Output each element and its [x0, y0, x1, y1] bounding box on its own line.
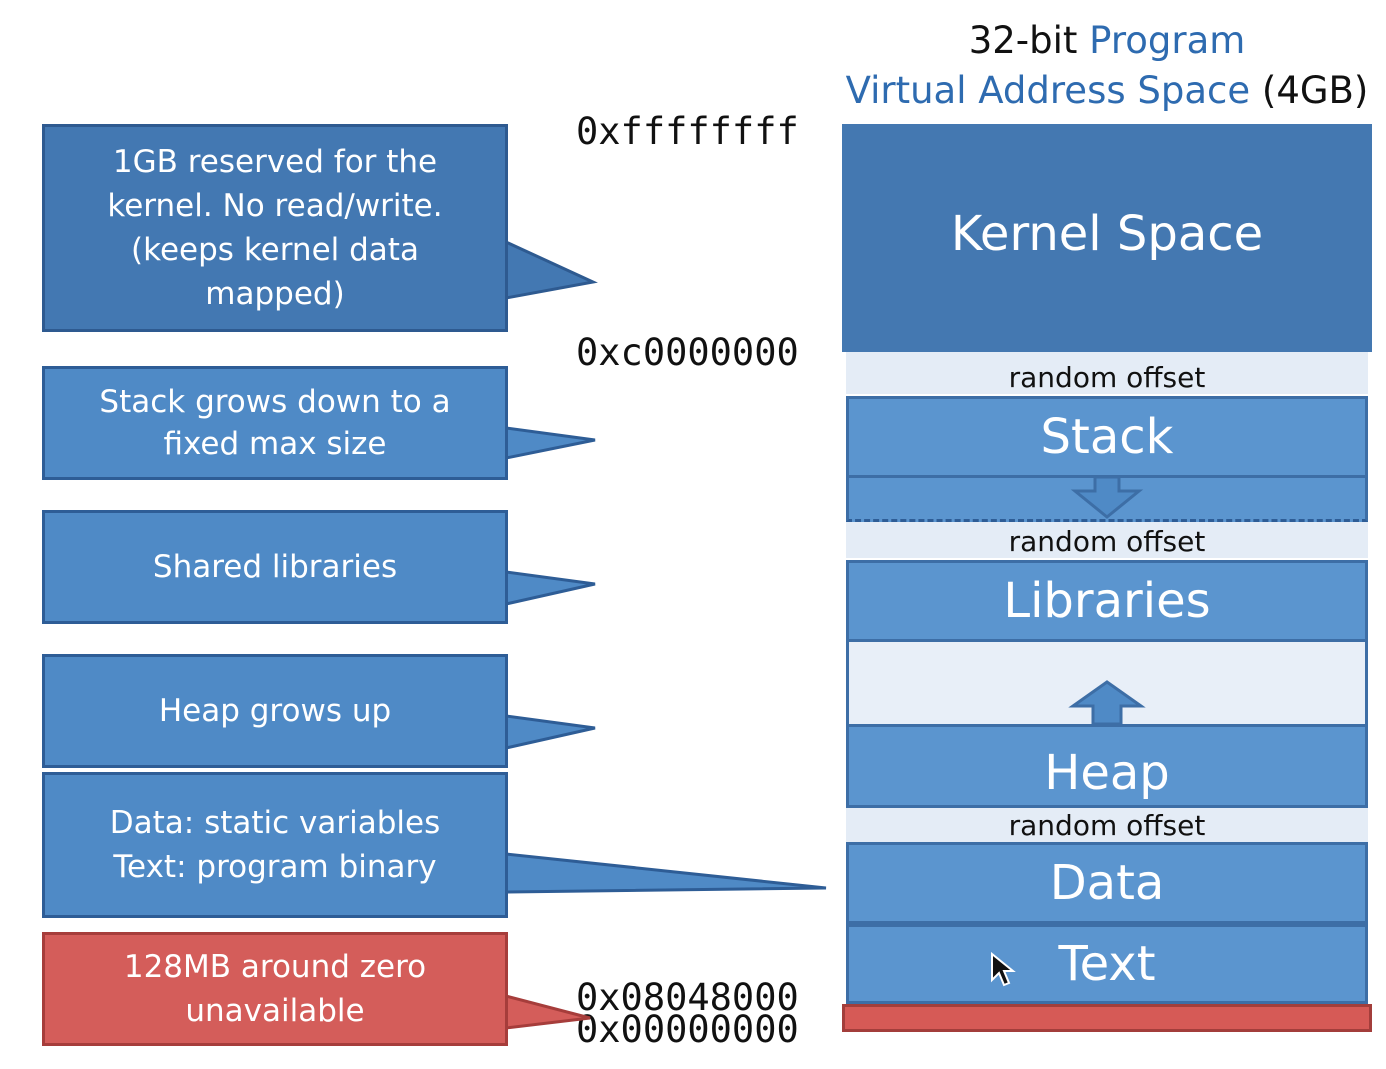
- diagram-title: 32-bit Program Virtual Address Space (4G…: [842, 16, 1372, 116]
- callout-stack: Stack grows down to a fixed max size: [42, 366, 508, 480]
- callout-zero: 128MB around zero unavailable: [42, 932, 508, 1046]
- callout-kernel: 1GB reserved for the kernel. No read/wri…: [42, 124, 508, 332]
- segment-kernel-space: Kernel Space: [842, 124, 1372, 352]
- callout-text-line: Text: program binary: [113, 849, 437, 885]
- callout-data-text: Data: static variables Text: program bin…: [42, 772, 508, 918]
- callout-zero-line1: 128MB around zero: [123, 949, 427, 985]
- callout-heap: Heap grows up: [42, 654, 508, 768]
- random-offset-bottom: random offset: [846, 808, 1368, 842]
- title-vas: Virtual Address Space: [845, 69, 1251, 112]
- arrow-up-icon: [1068, 680, 1146, 724]
- segment-stack: Stack: [846, 396, 1368, 478]
- heap-growth-gap: [846, 642, 1368, 724]
- segment-data-label: Data: [1049, 855, 1165, 911]
- pointer-libraries: [504, 570, 596, 606]
- segment-data: Data: [846, 842, 1368, 924]
- random-offset-top: random offset: [846, 352, 1368, 394]
- pointer-zero: [504, 994, 591, 1030]
- segment-text: Text: [846, 924, 1368, 1004]
- callout-stack-line1: Stack grows down to a: [99, 384, 451, 420]
- arrow-down-icon: [1070, 476, 1144, 519]
- pointer-kernel: [504, 239, 598, 300]
- callout-kernel-line4: mapped): [205, 276, 345, 312]
- title-prefix: 32-bit: [968, 19, 1078, 62]
- pointer-heap: [504, 714, 596, 750]
- pointer-data-text: [504, 852, 827, 894]
- segment-stack-label: Stack: [1040, 409, 1174, 465]
- segment-kernel-label: Kernel Space: [950, 206, 1264, 262]
- segment-libraries: Libraries: [846, 560, 1368, 642]
- callout-stack-line2: fixed max size: [163, 426, 387, 462]
- address-kernel-start: 0xc0000000: [576, 331, 799, 374]
- random-offset-bottom-label: random offset: [1008, 809, 1206, 842]
- segment-heap: Heap: [846, 724, 1368, 808]
- segment-unavailable: [842, 1004, 1372, 1032]
- random-offset-middle: random offset: [846, 522, 1368, 558]
- callout-kernel-line3: (keeps kernel data: [131, 232, 419, 268]
- callout-libraries-line1: Shared libraries: [152, 549, 398, 585]
- callout-zero-line2: unavailable: [185, 993, 365, 1029]
- stack-growth-area: [846, 476, 1368, 522]
- random-offset-middle-label: random offset: [1008, 525, 1206, 558]
- address-top: 0xffffffff: [576, 110, 799, 153]
- address-text-start: 0x08048000: [576, 976, 799, 1019]
- callout-kernel-line2: kernel. No read/write.: [107, 188, 443, 224]
- address-zero: 0x00000000: [576, 1008, 799, 1051]
- callout-libraries: Shared libraries: [42, 510, 508, 624]
- segment-heap-label: Heap: [1044, 745, 1170, 801]
- mouse-cursor-icon: [991, 952, 1016, 987]
- title-program: Program: [1089, 19, 1246, 62]
- callout-heap-line1: Heap grows up: [158, 693, 392, 729]
- title-size: (4GB): [1261, 69, 1369, 112]
- segment-libraries-label: Libraries: [1003, 573, 1211, 629]
- callout-kernel-line1: 1GB reserved for the: [112, 144, 438, 180]
- callout-data-line: Data: static variables: [109, 805, 441, 841]
- random-offset-top-label: random offset: [1008, 361, 1206, 394]
- segment-text-label: Text: [1058, 936, 1156, 992]
- pointer-stack: [504, 426, 596, 460]
